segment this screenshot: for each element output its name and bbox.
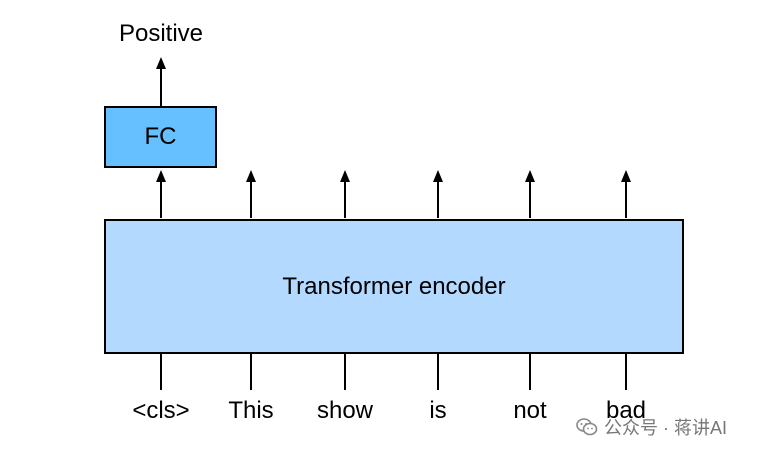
encoder-label: Transformer encoder	[282, 272, 506, 300]
fc-layer-box: FC	[104, 106, 217, 168]
encoder-output-arrowhead-5	[621, 170, 631, 182]
fc-label: FC	[144, 123, 177, 150]
transformer-encoder-box: Transformer encoder	[104, 219, 684, 354]
encoder-output-arrowhead-4	[525, 170, 535, 182]
token-not: not	[513, 397, 547, 424]
token-this: This	[228, 397, 274, 424]
watermark-text: 公众号 · 蒋讲AI	[604, 418, 728, 438]
fc-output-arrowhead	[156, 57, 166, 69]
encoder-output-arrowhead-3	[433, 170, 443, 182]
token-cls: <cls>	[132, 397, 190, 424]
encoder-output-arrowhead-1	[246, 170, 256, 182]
output-label: Positive	[118, 20, 204, 47]
encoder-output-arrowhead-2	[340, 170, 350, 182]
token-is: is	[429, 397, 447, 424]
token-bad: bad	[605, 397, 647, 424]
encoder-output-arrowhead-0	[156, 170, 166, 182]
watermark: 公众号 · 蒋讲AI	[576, 415, 727, 439]
token-show: show	[316, 397, 374, 424]
wechat-icon	[576, 418, 598, 436]
